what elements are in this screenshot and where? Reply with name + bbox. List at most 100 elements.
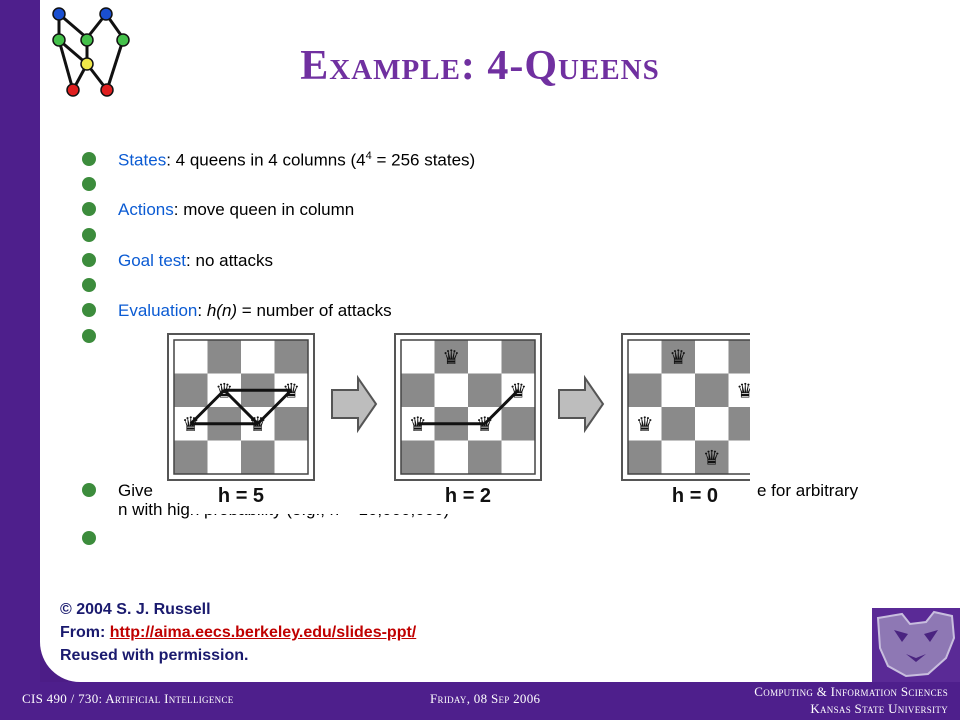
board-cell <box>274 340 308 374</box>
board-cell <box>661 373 695 407</box>
board-cell <box>274 440 308 474</box>
board-cell <box>274 407 308 441</box>
bullet-dot-empty <box>82 329 96 343</box>
board-cell <box>468 440 502 474</box>
states-label: States <box>118 150 167 170</box>
board-cell <box>468 373 502 407</box>
attack-line <box>256 389 293 425</box>
goal-test-text: : no attacks <box>186 251 273 270</box>
source-line: From: http://aima.eecs.berkeley.edu/slid… <box>60 621 416 644</box>
credit-block: © 2004 S. J. Russell From: http://aima.e… <box>60 598 416 667</box>
attack-line <box>189 389 226 425</box>
evaluation-tail: = number of attacks <box>237 301 392 320</box>
board-cell <box>728 373 750 407</box>
board-cell <box>628 340 662 374</box>
board-cell <box>468 340 502 374</box>
board-cell <box>207 440 241 474</box>
footer-university: Kansas State University <box>810 701 948 716</box>
attack-line <box>223 389 259 425</box>
board-cell <box>501 340 535 374</box>
board-cell <box>661 407 695 441</box>
transition-arrow-icon <box>558 374 605 434</box>
board-score-label: h = 2 <box>445 485 491 507</box>
evaluation-function: h(n) <box>206 301 238 320</box>
queen-icon: ♛ <box>669 345 687 369</box>
board-cell <box>628 407 662 441</box>
board-border <box>173 339 309 475</box>
actions-text: : move queen in column <box>173 200 355 219</box>
copyright-line: © 2004 S. J. Russell <box>60 601 211 618</box>
queen-icon: ♛ <box>736 378 750 402</box>
board-cell <box>628 440 662 474</box>
bullet-give-line1-end: e for arbitrary <box>757 481 859 500</box>
queens-figure: ♛♛♛♛h = 5♛♛♛♛h = 2♛♛♛♛h = 0 <box>150 328 750 514</box>
states-text: : 4 queens in 4 columns (4 <box>166 150 366 170</box>
board-cell <box>695 373 729 407</box>
actions-label: Actions <box>118 200 174 219</box>
figure-label-band <box>190 476 750 514</box>
board-cell <box>695 440 729 474</box>
evaluation-label: Evaluation <box>118 301 198 320</box>
bullet-dot-empty <box>82 228 96 242</box>
bullet-states: States: 4 queens in 4 columns (44 = 256 … <box>118 150 475 171</box>
bullet-evaluation: Evaluation: h(n) = number of attacks <box>118 301 392 321</box>
bullet-dot <box>82 202 96 216</box>
board-border <box>400 339 536 475</box>
bullet-dot-empty <box>82 177 96 191</box>
graph-logo-icon <box>52 7 130 97</box>
goal-test-label: Goal test <box>118 251 187 270</box>
board-cell <box>661 440 695 474</box>
bullet-give-line1-start: Give <box>118 481 153 500</box>
board-cell <box>401 340 435 374</box>
states-tail: = 256 states) <box>371 150 476 170</box>
board-cell <box>695 340 729 374</box>
board-cell <box>661 340 695 374</box>
board-score-label: h = 0 <box>672 485 718 507</box>
bullet-dot <box>82 152 96 166</box>
queen-icon: ♛ <box>442 345 460 369</box>
queen-icon: ♛ <box>636 412 654 436</box>
board-cell <box>501 407 535 441</box>
board-cell <box>628 373 662 407</box>
bullet-actions: Actions: move queen in column <box>118 200 354 220</box>
evaluation-colon: : <box>197 301 207 320</box>
attack-line <box>483 389 520 425</box>
footer-dept: Computing & Information Sciences <box>754 684 948 699</box>
wildcat-logo-panel <box>872 608 960 682</box>
transition-arrow-icon <box>331 374 378 434</box>
queen-icon: ♛ <box>703 445 721 469</box>
board-score-label: h = 5 <box>218 485 264 507</box>
queen-icon: ♛ <box>476 412 494 436</box>
board-cell <box>695 407 729 441</box>
source-label: From: <box>60 624 110 641</box>
states-exponent: 4 <box>365 150 372 162</box>
board-cell <box>501 440 535 474</box>
bullet-dot <box>82 483 96 497</box>
board-cell <box>728 440 750 474</box>
board-cell <box>241 440 275 474</box>
board-cell <box>728 407 750 441</box>
queen-icon: ♛ <box>215 378 233 402</box>
bullet-dot-empty <box>82 278 96 292</box>
footer-bar: CIS 490 / 730: Artificial Intelligence F… <box>0 682 960 720</box>
board-cell <box>174 373 208 407</box>
slide-title: Example: 4-Queens <box>300 43 660 89</box>
board-cell <box>174 440 208 474</box>
board-cell <box>434 340 468 374</box>
board-cell <box>434 440 468 474</box>
bullet-goal-test: Goal test: no attacks <box>118 251 273 271</box>
bullet-dot <box>82 253 96 267</box>
footer-date: Friday, 08 Sep 2006 <box>430 691 541 706</box>
board-cell <box>401 373 435 407</box>
footer-course: CIS 490 / 730: Artificial Intelligence <box>22 691 234 706</box>
board-border <box>627 339 750 475</box>
permission-line: Reused with permission. <box>60 647 249 664</box>
bullet-dot <box>82 303 96 317</box>
queen-icon: ♛ <box>509 378 527 402</box>
board-cell <box>241 340 275 374</box>
queen-icon: ♛ <box>409 412 427 436</box>
left-sidebar-bar <box>0 0 40 682</box>
source-link[interactable]: http://aima.eecs.berkeley.edu/slides-ppt… <box>109 624 417 641</box>
queen-icon: ♛ <box>282 378 300 402</box>
bullet-dot-empty <box>82 531 96 545</box>
